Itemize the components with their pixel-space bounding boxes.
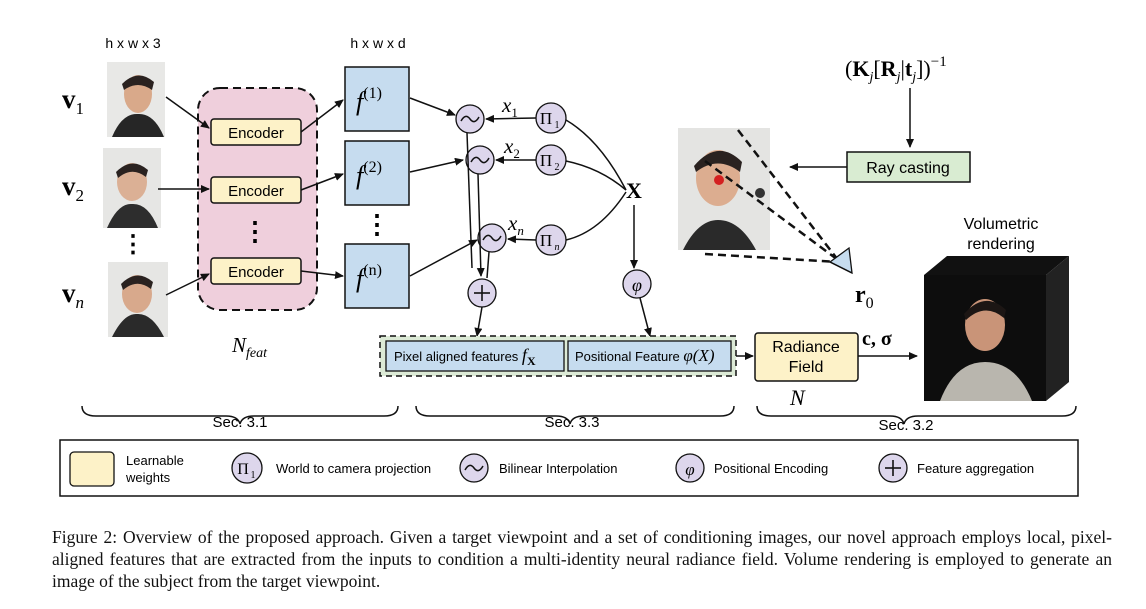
- svg-text:φ: φ: [632, 275, 642, 295]
- legend-projection-icon: Π 1: [231, 452, 263, 484]
- input-label-v1: v1: [62, 84, 84, 118]
- volumetric-rendering-label-1: Volumetric: [964, 216, 1039, 233]
- feature-aggregation: [467, 278, 497, 308]
- input-dims-label: h x w x 3: [105, 35, 160, 51]
- feature-map-1: [344, 66, 410, 132]
- encoder-1-label: Encoder: [228, 125, 284, 142]
- svg-text:1: 1: [555, 120, 560, 131]
- legend-positional-label: Positional Encoding: [714, 461, 828, 476]
- radiance-field-label-2: Field: [789, 359, 824, 376]
- proj-label-xn: xn: [507, 211, 524, 238]
- legend-learnable-label-2: weights: [125, 470, 171, 485]
- svg-text:φ: φ: [685, 460, 694, 479]
- feature-map-n-label: f(n): [356, 262, 382, 293]
- svg-text:1: 1: [251, 470, 256, 481]
- section-brace-3-1: [81, 405, 399, 425]
- legend-aggregation-label: Feature aggregation: [917, 461, 1034, 476]
- encoder-ellipsis: ⋮: [242, 216, 268, 246]
- projection-1: Π 1: [535, 102, 567, 134]
- point-x-label: X: [626, 178, 642, 203]
- svg-text:Π: Π: [540, 151, 552, 170]
- radiance-field: [754, 332, 859, 382]
- input-image-1: [107, 62, 165, 137]
- section-label-3-1: Sec. 3.1: [212, 414, 267, 431]
- legend-bilinear-icon: [459, 453, 489, 483]
- feature-map-ellipsis: ⋮: [364, 209, 390, 239]
- input-ellipsis: ⋮: [121, 231, 145, 258]
- legend-learnable-swatch: [69, 451, 115, 487]
- positional-feature-label: Positional Feature φ(X): [575, 346, 715, 365]
- input-image-2: [103, 148, 161, 228]
- target-view-image: [678, 128, 770, 250]
- output-symbols: c, σ: [862, 328, 892, 350]
- camera-matrix-label: (Kj[Rj|tj])−1: [845, 54, 947, 85]
- section-label-3-3: Sec. 3.3: [544, 414, 599, 431]
- legend-positional-icon: φ: [675, 453, 705, 483]
- feature-map-2: [344, 140, 410, 206]
- volumetric-render-cube: [924, 256, 1069, 401]
- section-label-3-2: Sec. 3.2: [878, 417, 933, 434]
- proj-label-x2: x2: [503, 134, 520, 161]
- positional-encoding: φ: [622, 269, 652, 299]
- feature-dims-label: h x w x d: [350, 35, 405, 51]
- encoder-n-label: Encoder: [228, 264, 284, 281]
- ray-casting-label: Ray casting: [866, 160, 950, 177]
- legend: Learnable weights Π 1 World to camera pr…: [59, 439, 1079, 497]
- radiance-field-label-1: Radiance: [772, 339, 840, 356]
- svg-text:Π: Π: [237, 461, 249, 478]
- feature-map-2-label: f(2): [356, 159, 382, 190]
- input-label-v2: v2: [62, 171, 84, 205]
- camera-icon: [828, 246, 853, 275]
- volumetric-rendering-label-2: rendering: [967, 236, 1035, 253]
- input-label-vn: vn: [62, 278, 84, 312]
- legend-learnable-label-1: Learnable: [126, 453, 184, 468]
- pixel-aligned-features-label: Pixel aligned features fX: [394, 345, 536, 368]
- section-brace-3-2: [756, 405, 1077, 425]
- pixel-aligned-features: [385, 340, 565, 372]
- nfeat-label: Nfeat: [231, 333, 268, 361]
- legend-projection-label: World to camera projection: [276, 461, 431, 476]
- bilinear-interp-2: [465, 145, 495, 175]
- proj-label-x1: x1: [501, 93, 518, 120]
- encoder-2-label: Encoder: [228, 183, 284, 200]
- bilinear-interp-n: [477, 223, 507, 253]
- projection-n: Π n: [535, 224, 567, 256]
- legend-bilinear-label: Bilinear Interpolation: [499, 461, 618, 476]
- svg-text:Π: Π: [540, 109, 552, 128]
- bilinear-interp-1: [455, 104, 485, 134]
- svg-text:Π: Π: [540, 231, 552, 250]
- section-brace-3-3: [415, 405, 735, 425]
- feature-map-1-label: f(1): [356, 85, 382, 116]
- svg-text:2: 2: [555, 162, 560, 173]
- input-image-n: [108, 262, 168, 337]
- feature-map-n: [344, 243, 410, 309]
- positional-feature: [567, 340, 732, 372]
- ray-origin-label: r0: [855, 282, 874, 312]
- projection-2: Π 2: [535, 144, 567, 176]
- figure-caption: Figure 2: Overview of the proposed appro…: [52, 527, 1112, 591]
- svg-text:n: n: [555, 242, 560, 253]
- legend-aggregation-icon: [878, 453, 908, 483]
- radiance-field-symbol: N: [789, 385, 806, 410]
